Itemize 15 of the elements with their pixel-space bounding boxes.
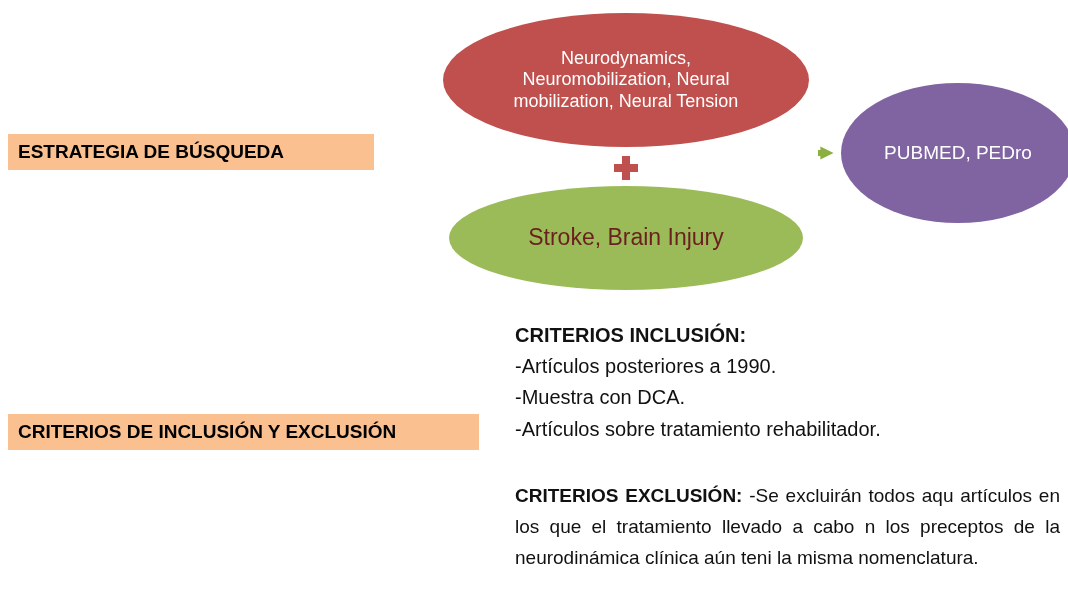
criteria-item: -Artículos posteriores a 1990. <box>515 354 777 379</box>
node-text: Neurodynamics, Neuromobilization, Neural mobilization, Neural Tension <box>512 47 740 113</box>
heading-text: CRITERIOS DE INCLUSIÓN Y EXCLUSIÓN <box>18 420 397 444</box>
section-heading: CRITERIOS INCLUSIÓN: <box>515 322 747 348</box>
heading-band <box>8 414 479 450</box>
keyword-ellipse <box>443 13 809 147</box>
criteria-paragraph: CRITERIOS EXCLUSIÓN: -Se excluirán todos aqu artículos en los que el tratamiento llevado a cabo n los preceptos de la neurodinámica clínica aún teni la misma nomenclatura. <box>515 484 1060 570</box>
arrow <box>818 146 834 160</box>
heading-text: ESTRATEGIA DE BÚSQUEDA <box>18 140 285 164</box>
node-text: Stroke, Brain Injury <box>528 224 724 252</box>
keyword-ellipse <box>449 186 803 290</box>
heading-band <box>8 134 374 170</box>
criteria-item: -Muestra con DCA. <box>515 385 686 410</box>
criteria-item: -Artículos sobre tratamiento rehabilitador. <box>515 417 881 442</box>
node-text: PUBMED, PEDro <box>884 141 1032 165</box>
